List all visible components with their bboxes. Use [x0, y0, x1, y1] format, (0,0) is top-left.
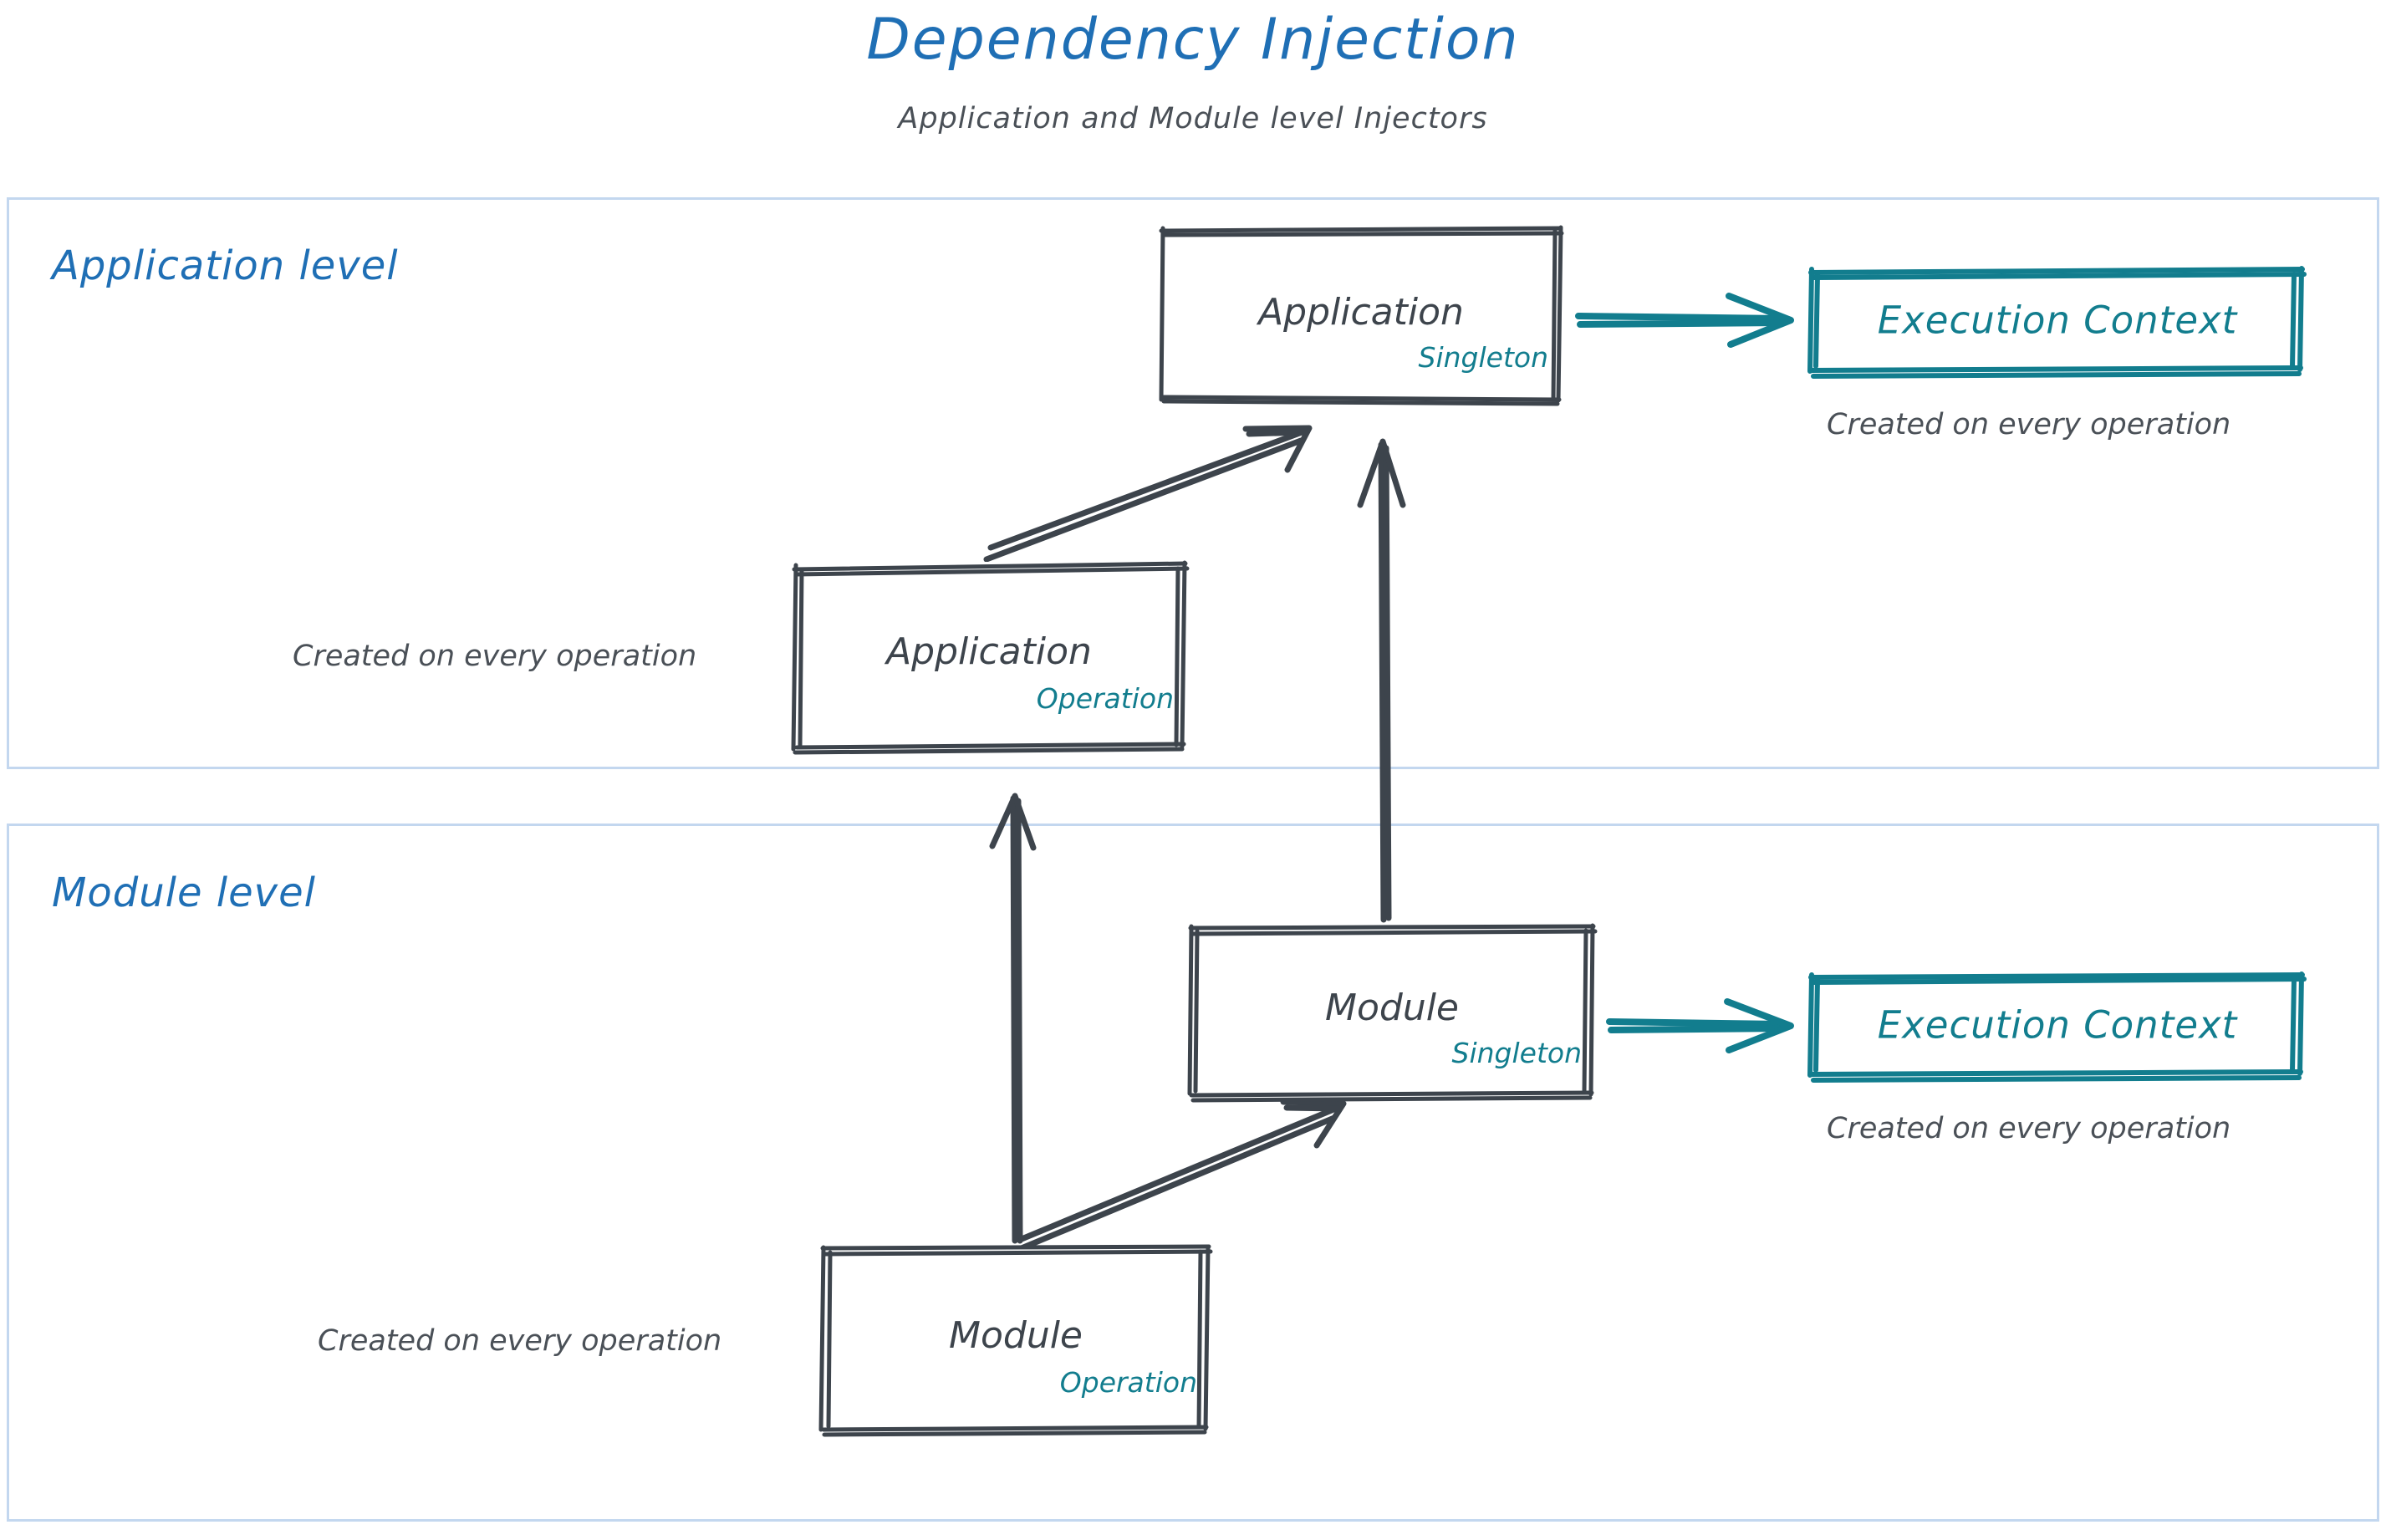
execution-context-application[interactable]: Execution Context	[1807, 266, 2307, 379]
node-scope-label: Operation	[1059, 1366, 1197, 1399]
node-scope-label: Singleton	[1451, 1037, 1583, 1069]
page-subtitle: Application and Module level Injectors	[898, 102, 1488, 135]
node-scope-label: Singleton	[1418, 341, 1549, 374]
node-application-singleton[interactable]: Application Singleton	[1159, 225, 1564, 406]
node-border-sketch	[791, 560, 1190, 755]
execution-context-module[interactable]: Execution Context	[1807, 971, 2307, 1083]
application-operation-caption: Created on every operation	[293, 640, 697, 673]
node-border-sketch	[1159, 225, 1564, 406]
execution-context-title: Execution Context	[1877, 298, 2238, 343]
module-operation-caption: Created on every operation	[318, 1324, 722, 1358]
module-level-container	[7, 824, 2379, 1522]
node-module-operation[interactable]: Module Operation	[818, 1244, 1213, 1437]
node-title: Application	[886, 630, 1092, 673]
execution-context-border-sketch	[1807, 971, 2307, 1083]
node-border-sketch	[1187, 923, 1598, 1103]
node-application-operation[interactable]: Application Operation	[789, 560, 1190, 755]
execution-context-application-caption: Created on every operation	[1827, 408, 2231, 441]
application-level-container	[7, 197, 2379, 769]
node-title: Module	[949, 1314, 1083, 1357]
module-level-label: Module level	[52, 869, 316, 916]
node-module-singleton[interactable]: Module Singleton	[1187, 923, 1598, 1103]
node-title: Application	[1258, 291, 1464, 334]
node-border-sketch	[818, 1244, 1213, 1437]
execution-context-module-caption: Created on every operation	[1827, 1112, 2231, 1145]
node-scope-label: Operation	[1036, 682, 1174, 715]
execution-context-border-sketch	[1807, 266, 2307, 379]
execution-context-title: Execution Context	[1877, 1002, 2238, 1048]
application-level-label: Application level	[52, 242, 399, 289]
node-title: Module	[1325, 987, 1459, 1029]
page-title: Dependency Injection	[866, 7, 1520, 73]
